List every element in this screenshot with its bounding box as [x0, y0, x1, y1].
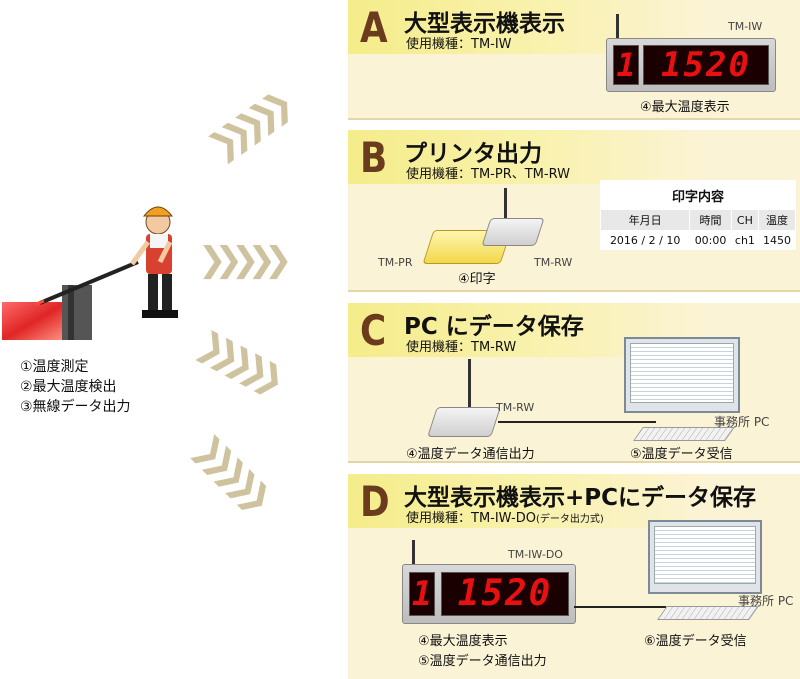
panel-d: D 大型表示機表示+PCにデータ保存 使用機種：TM-IW-DO(データ出力式)…: [348, 474, 800, 679]
panel-a-title: 大型表示機表示: [404, 11, 565, 37]
panel-d-caption-max-temp: ④最大温度表示: [418, 634, 508, 649]
panel-a: A 大型表示機表示 使用機種：TM-IW TM-IW 1 1520 ④最大温度表…: [348, 0, 800, 120]
panel-d-device-label: TM-IW-DO: [508, 548, 563, 561]
table-cell: ch1: [734, 234, 755, 247]
table-cell: 2016 / 2 / 10: [609, 234, 681, 247]
label-office-pc: 事務所 PC: [714, 415, 770, 429]
receiver-device: [481, 218, 545, 246]
panel-b-header: [348, 130, 800, 184]
label-tm-pr: TM-PR: [378, 256, 413, 269]
large-display-board: 1 1520: [606, 38, 776, 92]
antenna-icon: [412, 540, 415, 566]
panel-c: C PC にデータ保存 使用機種：TM-RW TM-RW 事務所 PC ④温度デ…: [348, 303, 800, 463]
data-cable: [574, 606, 666, 608]
table-header-row: 年月日 時間 CH 温度: [599, 209, 797, 231]
table-header: CH: [730, 209, 759, 231]
panel-b: B プリンタ出力 使用機種：TM-PR、TM-RW TM-PR TM-RW ④印…: [348, 130, 800, 292]
panel-d-caption-data-receive: ⑥温度データ受信: [644, 634, 747, 649]
table-row: 2016 / 2 / 10 00:00 ch1 1450: [601, 231, 796, 251]
display-value: 1520: [441, 572, 569, 616]
panel-b-letter: B: [360, 133, 388, 182]
worker-illustration: [0, 190, 200, 340]
label-tm-rw: TM-RW: [534, 256, 573, 269]
panel-b-caption: ④印字: [458, 272, 496, 287]
pc-screen: [630, 343, 734, 403]
panel-a-caption: ④最大温度表示: [640, 100, 730, 115]
panel-a-letter: A: [360, 3, 388, 52]
panel-d-caption-data-output: ⑤温度データ通信出力: [418, 654, 547, 669]
chevron-arrow-d: ❯❯❯❯❯: [185, 426, 273, 514]
panel-a-device-label: TM-IW: [728, 20, 763, 33]
receiver-device: [427, 407, 501, 437]
panel-d-title: 大型表示機表示+PCにデータ保存: [404, 485, 757, 511]
antenna-icon: [468, 359, 471, 409]
panel-d-model-note: (データ出力式): [535, 514, 604, 525]
large-display-board: 1 1520: [402, 564, 576, 624]
step-max-temperature-detect: ②最大温度検出: [20, 379, 117, 395]
table-header: 時間: [689, 209, 732, 231]
panel-b-model: 使用機種：TM-PR、TM-RW: [406, 167, 570, 182]
label-office-pc: 事務所 PC: [738, 594, 794, 608]
display-channel: 1: [613, 45, 639, 85]
panel-c-caption-left: ④温度データ通信出力: [406, 447, 535, 462]
panel-a-model: 使用機種：TM-IW: [406, 37, 512, 52]
panel-c-title: PC にデータ保存: [404, 314, 584, 340]
panel-d-model: 使用機種：TM-IW-DO(データ出力式): [406, 507, 604, 526]
panel-d-model-name: 使用機種：TM-IW-DO: [406, 511, 536, 526]
table-header: 温度: [757, 209, 797, 231]
chevron-arrow-a: ❯❯❯❯❯: [200, 87, 292, 169]
chevron-arrow-b: ❯❯❯❯❯: [198, 240, 293, 280]
antenna-icon: [616, 14, 619, 40]
step-temperature-measure: ①温度測定: [20, 359, 89, 375]
panel-d-header: [348, 474, 800, 528]
office-pc-monitor: [624, 337, 740, 413]
print-content-table: 印字内容 年月日 時間 CH 温度 2016 / 2 / 10 00:00 ch…: [599, 180, 797, 251]
panel-c-letter: C: [360, 306, 387, 355]
print-content-title: 印字内容: [671, 190, 724, 205]
table-cell: 00:00: [694, 234, 727, 247]
office-pc-monitor: [648, 520, 762, 594]
data-cable: [498, 421, 656, 423]
table-header: 年月日: [599, 209, 691, 231]
chevron-arrow-c: ❯❯❯❯❯: [190, 322, 283, 398]
worker-steps: ①温度測定 ②最大温度検出 ③無線データ出力: [20, 357, 131, 417]
panel-d-letter: D: [360, 477, 390, 526]
label-tm-rw: TM-RW: [496, 401, 535, 414]
step-wireless-output: ③無線データ出力: [20, 399, 131, 415]
panel-c-model: 使用機種：TM-RW: [406, 340, 517, 355]
panel-c-caption-right: ⑤温度データ受信: [630, 447, 733, 462]
display-channel: 1: [409, 572, 435, 616]
table-cell: 1450: [762, 234, 791, 247]
antenna-icon: [504, 188, 507, 218]
panel-b-title: プリンタ出力: [404, 141, 542, 167]
pc-screen: [654, 526, 756, 584]
display-value: 1520: [643, 45, 769, 85]
